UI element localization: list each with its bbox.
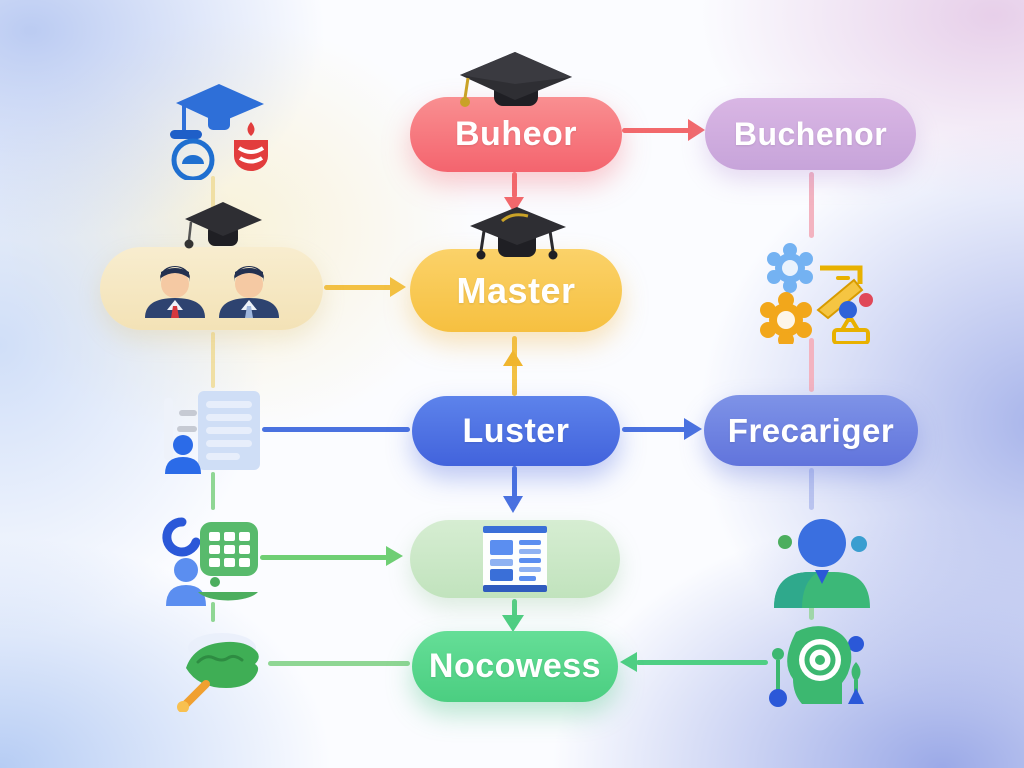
mind-spiral-icon	[769, 626, 864, 707]
node-frecariger: Frecariger	[704, 395, 918, 466]
black-graduation-cap-icon	[460, 52, 572, 107]
node-luster-label: Luster	[462, 411, 570, 450]
line-resume-to-luster	[262, 427, 410, 432]
arrow-mind-to-nocowess	[636, 660, 768, 665]
line-frecariger-to-person	[809, 468, 814, 510]
arrowhead-up	[503, 350, 523, 366]
resume-document-icon	[164, 391, 260, 474]
node-students	[100, 247, 323, 330]
node-form-document	[410, 520, 620, 598]
line-gears-to-frecariger	[809, 338, 814, 392]
two-students-icon	[144, 265, 279, 318]
black-graduation-cap-icon	[184, 202, 262, 249]
node-buheor-label: Buheor	[455, 115, 577, 153]
line-students-to-resume	[211, 332, 215, 388]
gears-tools-icon	[760, 243, 873, 344]
arrowhead-right	[684, 418, 702, 440]
community-person-icon	[774, 519, 870, 608]
node-buchenor: Buchenor	[705, 98, 916, 170]
arrowhead-left	[620, 652, 637, 672]
black-graduation-cap-tassels-icon	[470, 207, 566, 260]
arrowhead-right	[688, 119, 705, 141]
leaf-icon	[177, 633, 259, 712]
node-nocowess-label: Nocowess	[428, 647, 602, 685]
schedule-person-icon	[162, 517, 258, 606]
node-buheor: Buheor	[410, 97, 622, 172]
arrow-luster-to-form	[512, 466, 517, 498]
node-master-label: Master	[456, 269, 576, 311]
arrowhead-down	[503, 496, 523, 513]
line-resume-to-schedule	[211, 472, 215, 510]
node-frecariger-label: Frecariger	[727, 411, 895, 449]
arrow-form-to-nocowess	[512, 599, 517, 617]
arrowhead-down	[502, 615, 524, 632]
node-master: Master	[410, 249, 622, 332]
arrow-schedule-to-form	[260, 555, 388, 560]
arrowhead-right	[390, 277, 406, 297]
arrow-students-to-master	[324, 285, 392, 290]
node-buchenor-label: Buchenor	[733, 115, 888, 152]
node-luster: Luster	[412, 396, 620, 466]
line-leaf-to-nocowess	[268, 661, 410, 666]
arrow-buheor-to-buchenor	[622, 128, 690, 133]
arrow-luster-to-master	[512, 336, 517, 396]
blue-graduation-badge-icon	[170, 84, 268, 180]
arrowhead-right	[386, 546, 403, 566]
form-document-icon	[483, 526, 547, 592]
line-buchenor-to-gears	[809, 172, 814, 238]
node-nocowess: Nocowess	[412, 631, 618, 702]
arrow-luster-to-frecariger	[622, 427, 686, 432]
arrow-buheor-to-master	[512, 172, 517, 198]
line-person-to-mind	[809, 604, 814, 620]
line-schedule-to-leaf	[211, 602, 215, 622]
